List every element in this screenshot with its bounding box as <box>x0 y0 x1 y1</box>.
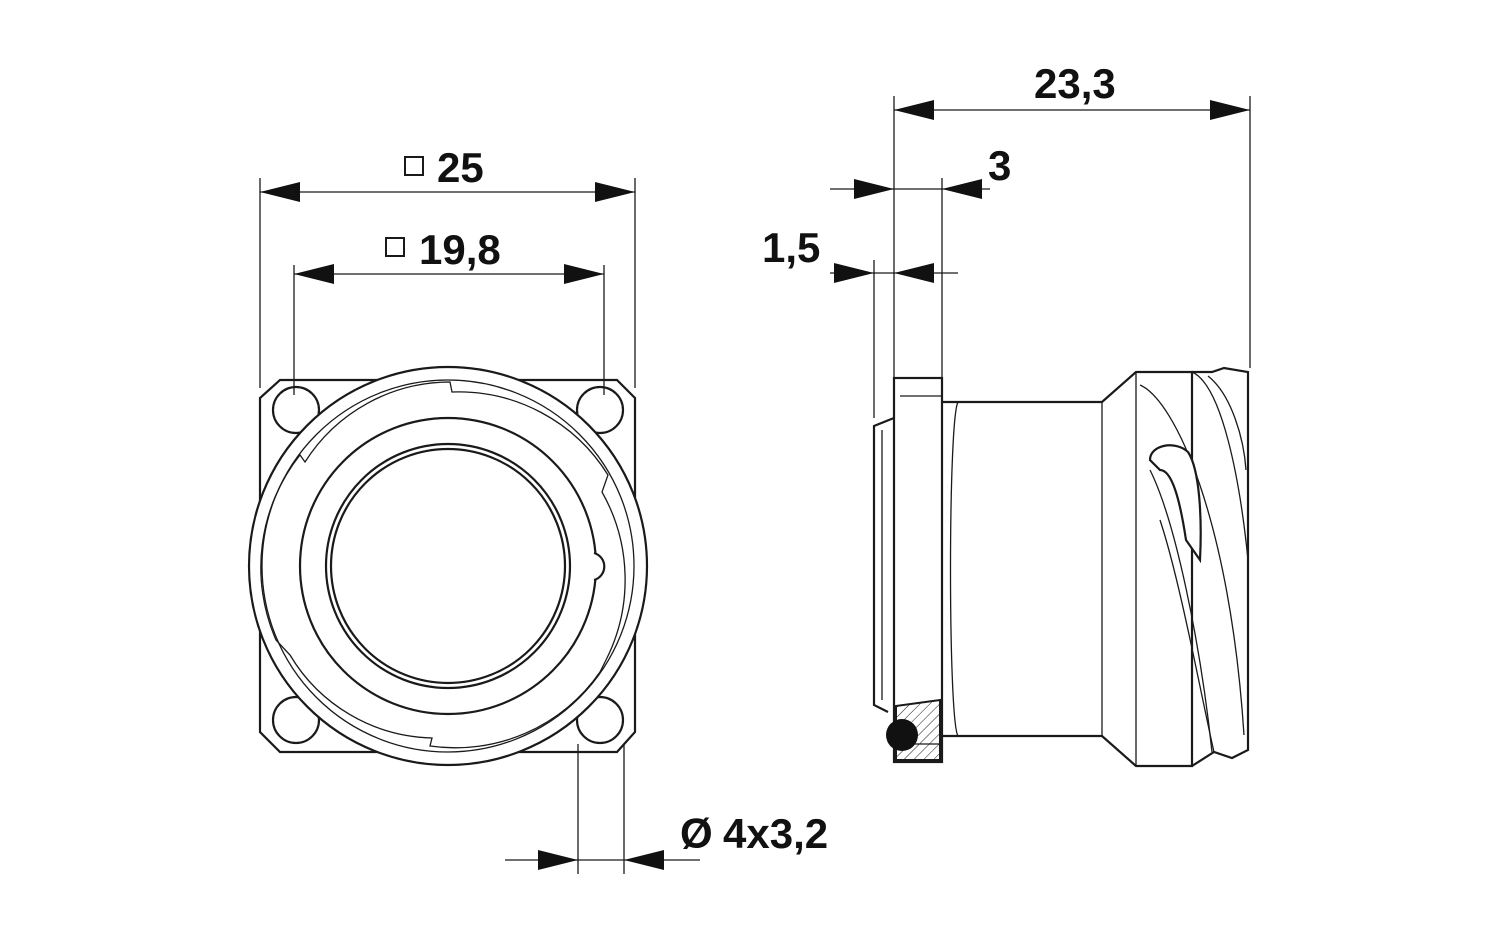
dimension-overall-length: 23,3 <box>893 60 1251 412</box>
dimension-overall-length-label: 23,3 <box>1034 60 1116 107</box>
o-ring <box>886 719 918 751</box>
dimension-outer-square: 25 <box>259 144 636 388</box>
arrow-head <box>564 264 604 284</box>
mounting-hole-br <box>575 695 625 745</box>
arrow-head <box>260 182 300 202</box>
arrow-head <box>294 264 334 284</box>
dimension-seal-offset: 1,5 <box>762 224 958 418</box>
arrow-head <box>624 850 664 870</box>
dimension-outer-square-label: 25 <box>437 144 484 191</box>
seal-lip <box>872 416 895 713</box>
outer-ring <box>247 365 649 767</box>
arrow-head <box>894 100 934 120</box>
mounting-hole-tl <box>271 385 321 435</box>
arrow-head <box>1210 100 1250 120</box>
side-view <box>872 366 1250 768</box>
dimension-inner-square: 19,8 <box>293 226 605 395</box>
arrow-head <box>834 263 874 283</box>
dimension-seal-offset-label: 1,5 <box>762 224 820 271</box>
bayonet-ring <box>260 381 626 749</box>
side-flange <box>892 376 944 764</box>
outer-ring-inner-edge <box>261 379 635 753</box>
diameter-symbol: Ø <box>680 810 713 857</box>
arrow-head <box>854 179 894 199</box>
dimension-flange-thickness: 3 <box>830 142 1011 378</box>
dimension-holes-label: 4x3,2 <box>723 810 828 857</box>
dimension-holes: Ø 4x3,2 <box>505 744 828 874</box>
side-body <box>942 370 1194 768</box>
front-view <box>247 365 649 767</box>
coding-key <box>593 551 606 582</box>
inner-ring-middle <box>324 442 572 690</box>
square-symbol <box>404 156 424 176</box>
mounting-hole-tr <box>575 385 625 435</box>
square-symbol <box>385 237 405 257</box>
dimension-inner-square-label: 19,8 <box>419 226 501 273</box>
arrow-head <box>894 263 934 283</box>
mounting-hole-bl <box>271 695 321 745</box>
bayonet-slot <box>1148 444 1202 564</box>
arrow-head <box>942 179 982 199</box>
dimension-flange-thickness-label: 3 <box>988 142 1011 189</box>
inner-ring-face <box>329 447 567 685</box>
thread-section <box>1191 366 1250 767</box>
arrow-head <box>538 850 578 870</box>
arrow-head <box>595 182 635 202</box>
